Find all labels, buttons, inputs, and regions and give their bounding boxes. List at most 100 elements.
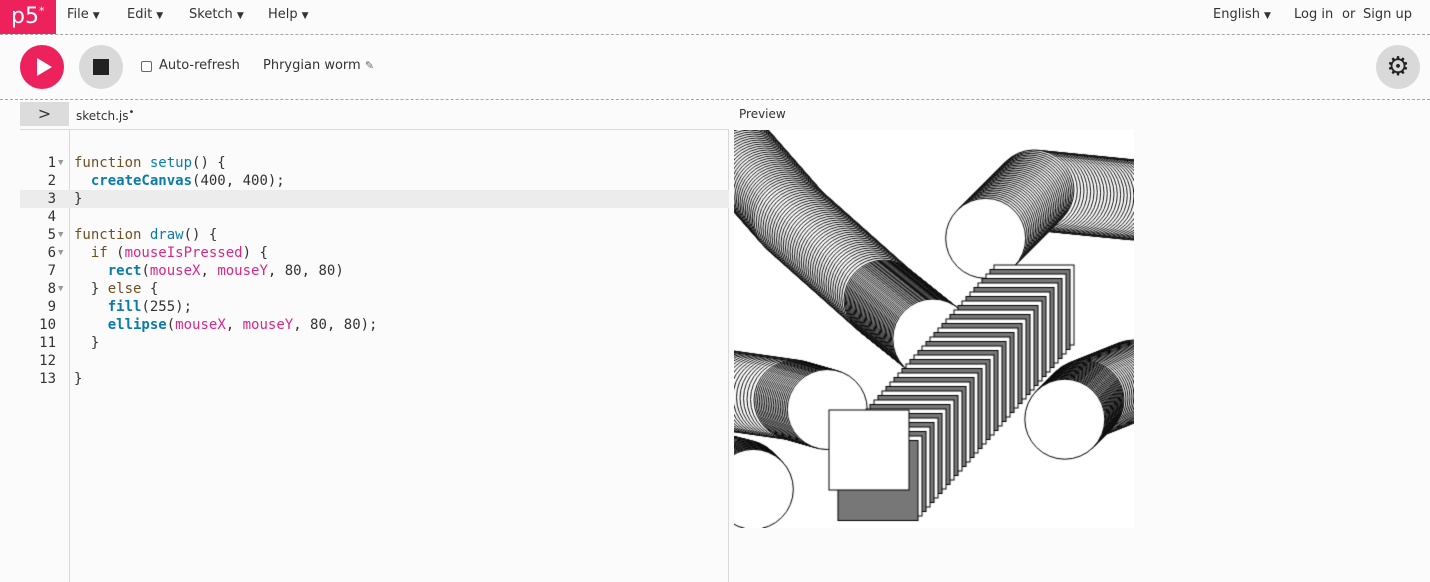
code-token: mouseY (242, 317, 294, 333)
line-number: 7 (47, 263, 56, 279)
code-token: mouseX (175, 317, 226, 333)
code-text: createCanvas(400, 400); (74, 172, 285, 190)
code-line[interactable]: 13} (20, 370, 729, 388)
code-token: , (200, 263, 218, 279)
code-line[interactable]: 9 fill(255); (20, 298, 729, 316)
play-button[interactable] (20, 45, 64, 89)
language-select[interactable]: English▼ (1213, 7, 1271, 22)
line-number: 2 (47, 173, 56, 189)
code-line[interactable]: 11 } (20, 334, 729, 352)
code-token: ( (107, 245, 125, 261)
sidebar-toggle-button[interactable]: > (20, 102, 69, 126)
code-token: else (107, 281, 142, 297)
code-token: rect (107, 263, 142, 279)
stop-button[interactable] (79, 45, 123, 89)
line-number: 6 (47, 245, 56, 261)
preview-label: Preview (739, 107, 786, 121)
caret-down-icon: ▼ (156, 11, 164, 21)
code-token: (255); (141, 299, 193, 315)
menu-help[interactable]: Help▼ (268, 7, 309, 22)
code-token: if (90, 245, 108, 261)
code-token: () { (183, 227, 218, 243)
line-number: 8 (47, 281, 56, 297)
auto-refresh-checkbox[interactable] (141, 61, 152, 72)
login-link[interactable]: Log in (1294, 7, 1334, 22)
menu-edit[interactable]: Edit▼ (127, 7, 163, 22)
line-number: 1 (47, 155, 56, 171)
fold-triangle-icon[interactable]: ▼ (58, 248, 64, 258)
fold-triangle-icon[interactable]: ▼ (58, 158, 64, 168)
code-token (74, 173, 91, 189)
code-token: createCanvas (90, 173, 193, 189)
code-text: if (mouseIsPressed) { (74, 244, 268, 262)
code-line[interactable]: 3} (20, 190, 729, 208)
code-token: ( (141, 263, 150, 279)
code-token: () { (192, 155, 226, 171)
code-token: fill (107, 299, 142, 315)
fold-triangle-icon[interactable]: ▼ (58, 230, 64, 240)
file-tab-sketch-js[interactable]: sketch.js• (76, 107, 134, 123)
code-line[interactable]: 4 (20, 208, 729, 226)
menu-label: Edit (127, 7, 153, 22)
menu-label: Sketch (189, 7, 233, 22)
menu-sketch[interactable]: Sketch▼ (189, 7, 244, 22)
code-editor[interactable]: 1▼function setup() {2 createCanvas(400, … (20, 130, 729, 582)
line-gutter (20, 130, 70, 582)
caret-down-icon: ▼ (1263, 11, 1271, 21)
file-tabbar: > sketch.js• (20, 102, 729, 130)
line-number: 9 (47, 299, 56, 315)
code-token: mouseIsPressed (124, 245, 243, 261)
line-number: 5 (47, 227, 56, 243)
language-label: English (1213, 7, 1260, 22)
sketch-name[interactable]: Phrygian worm ✎ (263, 58, 374, 73)
preview-canvas[interactable] (734, 130, 1134, 528)
code-text: } else { (74, 280, 158, 298)
menu-label: Help (268, 7, 298, 22)
p5-logo[interactable]: p5* (0, 0, 56, 34)
code-token: , 80, 80) (267, 263, 344, 279)
unsaved-indicator: • (128, 107, 135, 118)
code-token: (400, 400); (192, 173, 285, 189)
code-text: } (74, 190, 82, 208)
menu-label: File (67, 7, 89, 22)
code-text: function draw() { (74, 226, 217, 244)
code-token: function (74, 227, 150, 243)
code-token (74, 299, 108, 315)
line-number: 4 (47, 209, 56, 225)
fold-triangle-icon[interactable]: ▼ (58, 284, 64, 294)
code-token (74, 317, 108, 333)
signup-link[interactable]: Sign up (1363, 7, 1412, 22)
code-token: , (225, 317, 243, 333)
code-line[interactable]: 7 rect(mouseX, mouseY, 80, 80) (20, 262, 729, 280)
code-token: setup (149, 155, 193, 171)
toolbar: Auto-refresh Phrygian worm ✎ ⚙ (0, 36, 1430, 100)
logo-star: * (38, 4, 45, 18)
file-name: sketch.js (76, 109, 129, 123)
code-line[interactable]: 2 createCanvas(400, 400); (20, 172, 729, 190)
code-line[interactable]: 5▼ function draw() { (20, 226, 729, 244)
line-number: 11 (39, 335, 56, 351)
code-line[interactable]: 6▼ if (mouseIsPressed) { (20, 244, 729, 262)
settings-button[interactable]: ⚙ (1376, 45, 1420, 89)
code-line[interactable]: 12 (20, 352, 729, 370)
code-token: } (74, 281, 108, 297)
code-token: , 80, 80); (293, 317, 378, 333)
or-text: or (1342, 7, 1356, 22)
line-number: 3 (47, 191, 56, 207)
code-line[interactable]: 8▼ } else { (20, 280, 729, 298)
logo-text: p5 (11, 4, 39, 29)
code-token: draw (149, 227, 184, 243)
gear-icon: ⚙ (1386, 52, 1410, 82)
code-line[interactable]: 1▼function setup() { (20, 154, 729, 172)
menu-file[interactable]: File▼ (67, 7, 100, 22)
top-nav: p5* File▼ Edit▼ Sketch▼ Help▼ English▼ L… (0, 0, 1430, 35)
code-token: mouseY (217, 263, 268, 279)
code-line[interactable]: 10 ellipse(mouseX, mouseY, 80, 80); (20, 316, 729, 334)
code-text: } (74, 334, 99, 352)
auto-refresh-label[interactable]: Auto-refresh (159, 58, 240, 73)
pencil-icon[interactable]: ✎ (364, 59, 375, 72)
code-token: ellipse (107, 317, 167, 333)
code-token: { (141, 281, 159, 297)
code-token: ) { (242, 245, 268, 261)
code-token (74, 263, 108, 279)
